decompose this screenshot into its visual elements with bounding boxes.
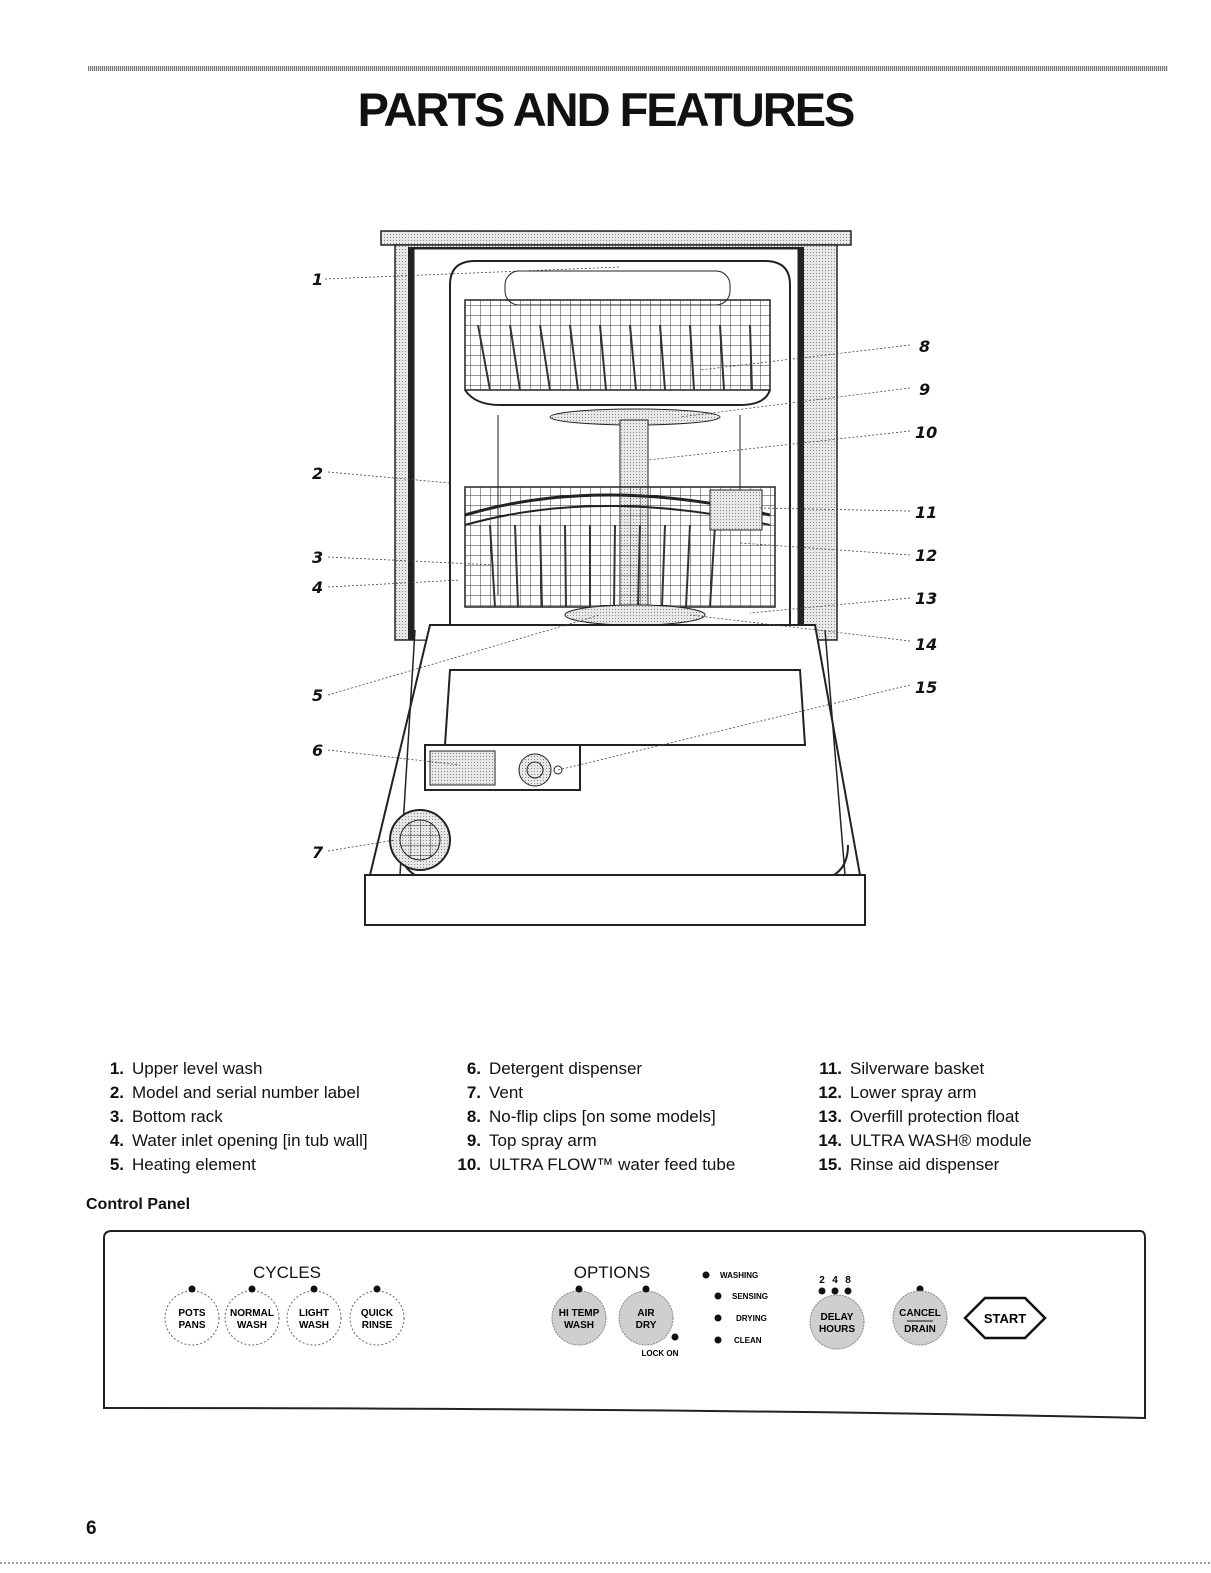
svg-text:DELAY: DELAY xyxy=(821,1312,854,1323)
list-item: 4.Water inlet opening [in tub wall] xyxy=(109,1131,368,1150)
delay-hours-button[interactable]: DELAY HOURS xyxy=(809,1294,865,1350)
page-number: 6 xyxy=(86,1518,97,1539)
top-rule xyxy=(88,66,1168,71)
leader-lines xyxy=(324,266,911,852)
svg-text:DRAIN: DRAIN xyxy=(904,1324,936,1335)
cycle-button-quick-rinse[interactable]: QUICK RINSE xyxy=(349,1285,405,1346)
options-label: OPTIONS xyxy=(574,1263,651,1282)
status-lights: WASHING SENSING DRYING CLEAN xyxy=(702,1271,768,1345)
cycle-button-light-wash[interactable]: LIGHT WASH xyxy=(286,1285,342,1346)
cycle-button-pots-pans[interactable]: POTS PANS xyxy=(164,1285,220,1346)
svg-text:QUICK: QUICK xyxy=(361,1308,394,1319)
svg-text:LIGHT: LIGHT xyxy=(299,1308,329,1319)
svg-text:RINSE: RINSE xyxy=(362,1320,393,1331)
svg-text:DRY: DRY xyxy=(636,1320,657,1331)
start-button[interactable]: START xyxy=(963,1296,1047,1340)
cancel-drain-button[interactable]: CANCEL DRAIN xyxy=(892,1285,948,1346)
callout-8: 8 xyxy=(919,337,931,356)
callout-13: 13 xyxy=(915,589,938,608)
list-item: 15.Rinse aid dispenser xyxy=(818,1155,1000,1174)
svg-text:2: 2 xyxy=(819,1275,825,1286)
callout-12: 12 xyxy=(915,546,938,565)
svg-text:NORMAL: NORMAL xyxy=(230,1308,274,1319)
list-item: 11.Silverware basket xyxy=(819,1059,985,1078)
status-sensing: SENSING xyxy=(732,1292,768,1301)
svg-text:START: START xyxy=(984,1311,1026,1326)
callout-11: 11 xyxy=(915,503,938,522)
callout-9: 9 xyxy=(919,380,931,399)
bottom-rule xyxy=(0,1562,1211,1564)
lower-spray-arm xyxy=(564,604,706,626)
svg-text:4: 4 xyxy=(832,1275,838,1286)
list-item: 13.Overfill protection float xyxy=(818,1107,1020,1126)
control-panel: CYCLES OPTIONS POTS PANS NORMAL WASH LIG… xyxy=(103,1230,1146,1420)
svg-text:HOURS: HOURS xyxy=(819,1324,855,1335)
lower-rack xyxy=(464,486,776,608)
upper-rack xyxy=(464,299,771,406)
lock-on-indicator xyxy=(671,1333,679,1341)
status-drying: DRYING xyxy=(736,1314,767,1323)
list-item: 10.ULTRA FLOW™ water feed tube xyxy=(457,1155,736,1174)
page-title: PARTS AND FEATURES xyxy=(357,83,856,136)
list-item: 1.Upper level wash xyxy=(109,1059,263,1078)
list-item: 14.ULTRA WASH® module xyxy=(818,1131,1032,1150)
svg-text:WASH: WASH xyxy=(564,1320,594,1331)
parts-list-col-3: 11.Silverware basket 12.Lower spray arm … xyxy=(814,1057,1032,1177)
parts-list-col-2: 6.Detergent dispenser 7.Vent 8.No-flip c… xyxy=(453,1057,735,1177)
callout-14: 14 xyxy=(915,635,938,654)
svg-text:WASH: WASH xyxy=(299,1320,329,1331)
list-item: 6.Detergent dispenser xyxy=(466,1059,643,1078)
svg-text:HI TEMP: HI TEMP xyxy=(559,1308,600,1319)
list-item: 8.No-flip clips [on some models] xyxy=(466,1107,716,1126)
dishwasher-diagram xyxy=(324,230,911,926)
door xyxy=(364,624,866,926)
list-item: 3.Bottom rack xyxy=(109,1107,223,1126)
delay-hours-indicators: 2 4 8 xyxy=(818,1275,852,1295)
svg-text:POTS: POTS xyxy=(178,1308,206,1319)
list-item: 9.Top spray arm xyxy=(466,1131,597,1150)
callout-7: 7 xyxy=(312,843,324,862)
svg-text:PANS: PANS xyxy=(178,1320,205,1331)
option-button-hi-temp-wash[interactable]: HI TEMP WASH xyxy=(551,1285,607,1346)
control-panel-heading: Control Panel xyxy=(86,1196,191,1213)
callout-5: 5 xyxy=(312,686,324,705)
callout-6: 6 xyxy=(312,741,324,760)
callout-15: 15 xyxy=(915,678,938,697)
list-item: 5.Heating element xyxy=(109,1155,256,1174)
cycles-label: CYCLES xyxy=(253,1263,321,1282)
status-clean: CLEAN xyxy=(734,1336,762,1345)
list-item: 2.Model and serial number label xyxy=(109,1083,360,1102)
detergent-dispenser xyxy=(424,744,581,791)
parts-list-col-1: 1.Upper level wash 2.Model and serial nu… xyxy=(96,1057,368,1177)
callout-4: 4 xyxy=(312,578,324,597)
status-washing: WASHING xyxy=(720,1271,758,1280)
cycle-button-normal-wash[interactable]: NORMAL WASH xyxy=(224,1285,280,1346)
svg-text:CANCEL: CANCEL xyxy=(899,1308,941,1319)
svg-text:8: 8 xyxy=(845,1275,851,1286)
svg-text:WASH: WASH xyxy=(237,1320,267,1331)
lock-on-label: LOCK ON xyxy=(642,1349,679,1358)
callout-3: 3 xyxy=(312,548,324,567)
callout-10: 10 xyxy=(915,423,938,442)
vent xyxy=(389,809,451,871)
callout-1: 1 xyxy=(312,270,324,289)
callout-2: 2 xyxy=(312,464,324,483)
svg-text:AIR: AIR xyxy=(637,1308,655,1319)
list-item: 12.Lower spray arm xyxy=(818,1083,977,1102)
option-button-air-dry[interactable]: AIR DRY xyxy=(618,1285,674,1346)
list-item: 7.Vent xyxy=(466,1083,524,1102)
